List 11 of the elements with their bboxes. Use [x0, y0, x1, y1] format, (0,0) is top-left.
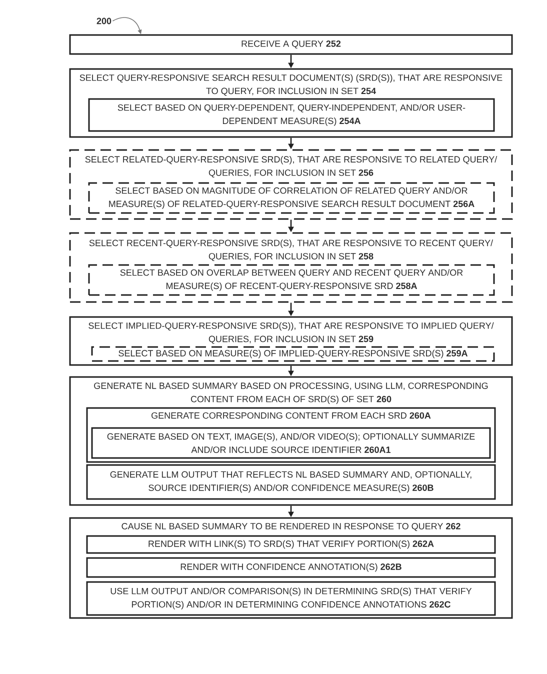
sub-process-box: RENDER WITH LINK(S) TO SRD(S) THAT VERIFY PORTION(S) 262A: [86, 535, 496, 554]
sub-process-box: SELECT BASED ON MAGNITUDE OF CORRELATION OF RELATED QUERY AND/OR MEASURE(S) OF RELATED-QUERY-RESPONSIVE SEARCH RESULT DOCUMENT 256A: [88, 182, 495, 214]
sub-process-box: SELECT BASED ON QUERY-DEPENDENT, QUERY-INDEPENDENT, AND/OR USER- DEPENDENT MEASURE(S) 254A: [88, 98, 495, 132]
sub-process-box: GENERATE BASED ON TEXT, IMAGE(S), AND/OR VIDEO(S); OPTIONALLY SUMMARIZE AND/OR INCLUDE SOURCE IDENTIFIER 260A1: [91, 427, 491, 459]
sub-process-box: SELECT BASED ON MEASURE(S) OF IMPLIED-QUERY-RESPONSIVE SRD(S) 259A: [91, 346, 495, 362]
process-box: RECEIVE A QUERY 252: [69, 34, 513, 55]
sub-process-box: SELECT BASED ON OVERLAP BETWEEN QUERY AND RECENT QUERY AND/OR MEASURE(S) OF RECENT-QUERY-RESPONSIVE SRD 258A: [88, 264, 495, 296]
sub-process-box: USE LLM OUTPUT AND/OR COMPARISON(S) IN DETERMINING SRD(S) THAT VERIFY PORTION(S) AND/OR IN DETERMINING CONFIDENCE ANNOTATIONS 262C: [86, 581, 496, 616]
sub-process-box: RENDER WITH CONFIDENCE ANNOTATION(S) 262B: [86, 557, 496, 578]
figure-number: 200: [96, 18, 112, 24]
sub-process-box: GENERATE LLM OUTPUT THAT REFLECTS NL BASED SUMMARY AND, OPTIONALLY, SOURCE IDENTIFIER(S) AND/OR CONFIDENCE MEASURE(S) 260B: [86, 464, 496, 500]
